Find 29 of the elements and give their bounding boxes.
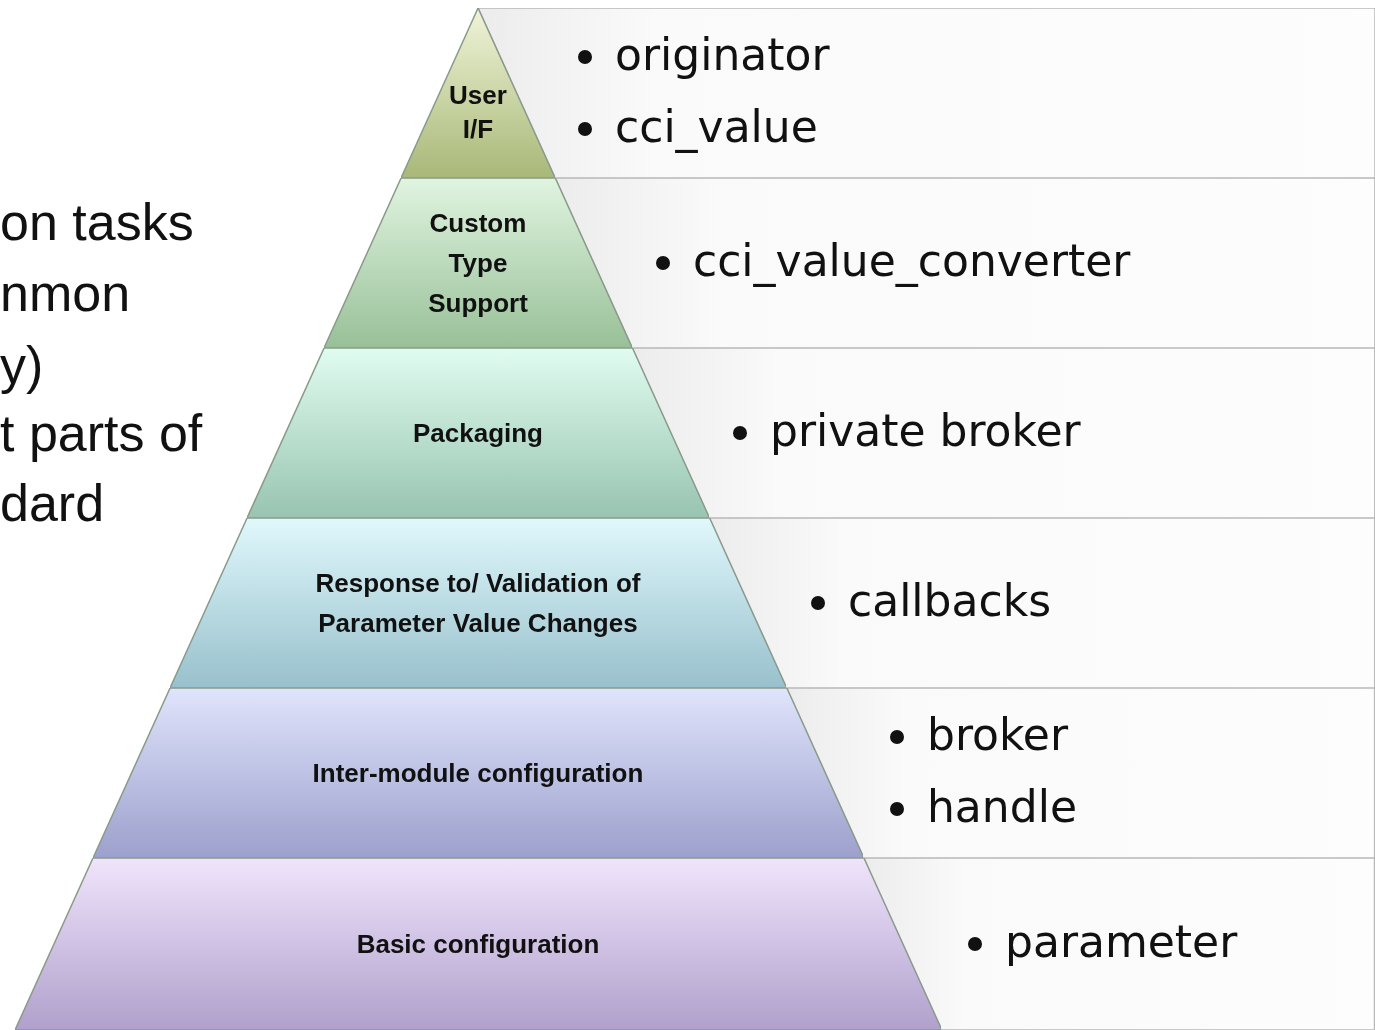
tier-label: Basic configuration bbox=[356, 927, 600, 961]
pyramid-tier bbox=[169, 518, 787, 688]
description-band bbox=[786, 688, 1375, 858]
bullet-text: cci_value bbox=[615, 101, 818, 152]
bullet-text: cci_value_converter bbox=[693, 235, 1131, 286]
tier-label: Packaging bbox=[412, 416, 543, 450]
pyramid-tier bbox=[14, 858, 942, 1030]
pyramid-tier bbox=[246, 348, 710, 518]
body-text: t parts of bbox=[0, 403, 203, 463]
tier-label: Custom Type Support bbox=[427, 206, 529, 321]
tier-label: Inter-module configuration bbox=[312, 756, 644, 790]
bullet-text: callbacks bbox=[848, 575, 1052, 626]
bullet-text: handle bbox=[927, 781, 1077, 832]
tier-label: User I/F bbox=[448, 79, 508, 146]
body-text: nmon bbox=[0, 263, 131, 323]
pyramid-tier bbox=[323, 178, 633, 348]
bullet-text: broker bbox=[927, 709, 1069, 760]
description-band bbox=[863, 858, 1375, 1030]
bullet-text: originator bbox=[615, 29, 830, 80]
body-text: on tasks bbox=[0, 192, 194, 252]
tier-label: Response to/ Validation of Parameter Value Changes bbox=[314, 566, 642, 640]
bullet-text: private broker bbox=[770, 405, 1081, 456]
pyramid-tier bbox=[400, 8, 556, 178]
pyramid-tier bbox=[92, 688, 864, 858]
description-band bbox=[632, 348, 1375, 518]
body-text: y) bbox=[0, 335, 44, 395]
body-text: dard bbox=[0, 473, 105, 533]
description-band bbox=[709, 518, 1375, 688]
bullet-text: parameter bbox=[1005, 916, 1238, 967]
